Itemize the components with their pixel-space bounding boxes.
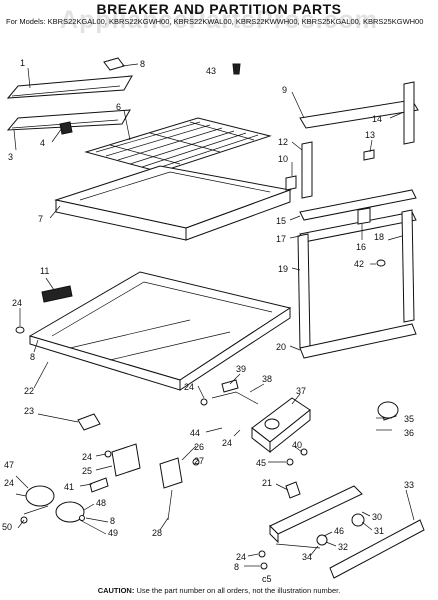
- callout-18: 18: [374, 232, 384, 242]
- caution-note: CAUTION: Use the part number on all orde…: [0, 586, 438, 595]
- callout-23: 23: [24, 406, 34, 416]
- watermark: AppliancePartsPros.com: [60, 6, 378, 34]
- callout-45: 45: [256, 458, 266, 468]
- callout-25: 25: [82, 466, 92, 476]
- callout-36: 36: [404, 428, 414, 438]
- callout-8: 8: [30, 352, 35, 362]
- callout-1: 1: [20, 58, 25, 68]
- diagram-code: c5: [262, 574, 272, 584]
- callout-4: 4: [40, 138, 45, 148]
- damper-motor-assembly: [89, 443, 200, 521]
- callout-37: 37: [296, 386, 306, 396]
- callout-20: 20: [276, 342, 286, 352]
- callout-40: 40: [292, 440, 302, 450]
- callout-8: 8: [234, 562, 239, 572]
- callout-35: 35: [404, 414, 414, 424]
- callout-24: 24: [12, 298, 22, 308]
- callout-26: 26: [194, 442, 204, 452]
- model-list: For Models: KBRS22KGAL00, KBRS22KGWH00, …: [6, 17, 424, 26]
- callout-24: 24: [82, 452, 92, 462]
- callout-3: 3: [8, 152, 13, 162]
- breaker-tray: [54, 165, 292, 241]
- callout-24: 24: [184, 382, 194, 392]
- callout-19: 19: [278, 264, 288, 274]
- callout-33: 33: [404, 480, 414, 490]
- hinge-part-23: [77, 413, 101, 431]
- breaker-trim-top: [6, 57, 133, 131]
- callout-16: 16: [356, 242, 366, 252]
- callout-48: 48: [96, 498, 106, 508]
- callout-15: 15: [276, 216, 286, 226]
- callout-12: 12: [278, 137, 288, 147]
- breaker-base: [15, 271, 292, 391]
- callout-8: 8: [140, 59, 145, 69]
- caution-text: Use the part number on all orders, not t…: [136, 586, 341, 595]
- callout-39: 39: [236, 364, 246, 374]
- callout-24: 24: [222, 438, 232, 448]
- callout-10: 10: [278, 154, 288, 164]
- callout-32: 32: [338, 542, 348, 552]
- callout-41: 41: [64, 482, 74, 492]
- leader-lines: [13, 63, 415, 567]
- callout-7: 7: [38, 214, 43, 224]
- callout-30: 30: [372, 512, 382, 522]
- callout-46: 46: [334, 526, 344, 536]
- callout-labels: 1 8 3 4 6 43 7 9 14 12 13 10 15 17 16 18…: [2, 58, 414, 584]
- screw-part-43: [232, 63, 241, 75]
- callout-27: 27: [194, 456, 204, 466]
- callout-22: 22: [24, 386, 34, 396]
- callout-11: 11: [40, 266, 49, 276]
- callout-24: 24: [236, 552, 246, 562]
- callout-14: 14: [372, 114, 382, 124]
- control-knob: [377, 401, 399, 421]
- caution-label: CAUTION:: [97, 586, 135, 595]
- callout-21: 21: [262, 478, 272, 488]
- light-socket-assembly: [20, 485, 85, 524]
- callout-31: 31: [374, 526, 384, 536]
- vertical-partition-top: [285, 81, 419, 199]
- callout-24: 24: [4, 478, 14, 488]
- callout-43: 43: [206, 66, 216, 76]
- callout-49: 49: [108, 528, 118, 538]
- callout-50: 50: [2, 522, 12, 532]
- control-panel-bar: [258, 448, 425, 579]
- callout-38: 38: [262, 374, 272, 384]
- vertical-partition-frame: [297, 189, 417, 359]
- callout-47: 47: [4, 460, 14, 470]
- callout-44: 44: [190, 428, 200, 438]
- callout-17: 17: [276, 234, 286, 244]
- clip-part-4: [59, 121, 73, 135]
- callout-42: 42: [354, 259, 364, 269]
- callout-34: 34: [302, 552, 312, 562]
- control-housing: [200, 379, 311, 454]
- callout-8: 8: [110, 516, 115, 526]
- callout-28: 28: [152, 528, 162, 538]
- page-title: BREAKER AND PARTITION PARTS: [96, 1, 342, 17]
- partition-grille: [84, 117, 272, 173]
- callout-6: 6: [116, 102, 121, 112]
- callout-13: 13: [365, 130, 375, 140]
- callout-9: 9: [282, 85, 287, 95]
